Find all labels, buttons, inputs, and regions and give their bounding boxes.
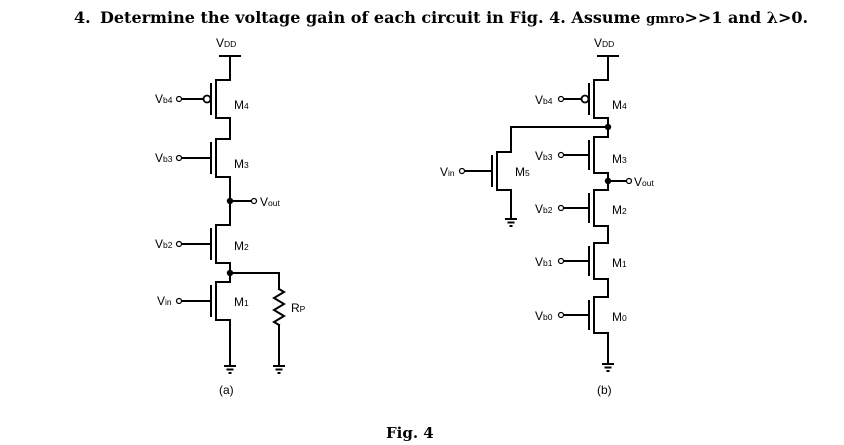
m1-label-b: M1: [612, 256, 627, 270]
vb4-label-a: Vb4: [155, 92, 173, 106]
m2-label-b: M2: [612, 203, 627, 217]
vout-label-b: Vout: [634, 175, 654, 189]
circuit-b: VDD Vb4 Vb3 Vb2 Vb1 Vb0 Vin Vout M4 M3 M…: [440, 36, 654, 397]
question-number: 4.: [74, 8, 91, 27]
transistor-m4-a: [180, 79, 231, 119]
m0-label-b: M0: [612, 310, 627, 324]
pin-vb4-b: [557, 95, 565, 103]
vdd-label-b: VDD: [594, 36, 614, 50]
vb2-label-b: Vb2: [535, 202, 553, 216]
transistor-m4-b: [562, 79, 609, 119]
pin-vout-a: [250, 197, 258, 205]
pin-vin-b: [458, 167, 466, 175]
pin-vb2-b: [557, 204, 565, 212]
vb4-label-b: Vb4: [535, 93, 553, 107]
transistor-m3-a: [180, 138, 231, 178]
pin-vb3-b: [557, 151, 565, 159]
m3-label-b: M3: [612, 152, 627, 166]
question-text-end: >>1 and λ>0.: [684, 8, 809, 27]
vb0-label-b: Vb0: [535, 309, 553, 323]
pin-vout-b: [625, 177, 633, 185]
vb3-label-a: Vb3: [155, 151, 173, 165]
pin-vb1-b: [557, 257, 565, 265]
circuit-a: VDD Vb4 Vb3 Vb2 Vin Vout M4 M3 M2 M1 RP …: [155, 36, 306, 397]
vdd-label-a: VDD: [216, 36, 236, 50]
vb1-label-b: Vb1: [535, 255, 553, 269]
pin-vb0-b: [557, 311, 565, 319]
m4-label-a: M4: [234, 98, 249, 112]
resistor-rp: [272, 287, 286, 327]
vout-label-a: Vout: [260, 195, 280, 209]
transistor-m5-b: [463, 151, 512, 191]
transistor-m2-b: [562, 189, 609, 227]
gm-ro-term: gmro: [646, 12, 685, 27]
pin-vin-a: [175, 297, 183, 305]
transistor-m1-b: [562, 242, 609, 280]
m1-label-a: M1: [234, 295, 249, 309]
label-b: (b): [597, 383, 612, 397]
pin-vb3-a: [175, 154, 183, 162]
label-a: (a): [219, 383, 234, 397]
m2-label-a: M2: [234, 239, 249, 253]
rp-label: RP: [291, 301, 306, 315]
vin-label-b: Vin: [440, 165, 455, 179]
m4-label-b: M4: [612, 98, 627, 112]
pin-vb4-a: [175, 95, 183, 103]
ground-a-rp: [272, 359, 286, 374]
question-text-start: Determine the voltage gain of each circu…: [100, 8, 647, 27]
vb2-label-a: Vb2: [155, 237, 173, 251]
pin-vb2-a: [175, 240, 183, 248]
transistor-m0-b: [562, 296, 609, 334]
m5-label-b: M5: [515, 165, 530, 179]
ground-b-m0: [601, 357, 615, 372]
transistor-m3-b: [562, 136, 609, 174]
ground-a-m1: [223, 359, 237, 374]
vin-label-a: Vin: [157, 294, 172, 308]
transistor-m2-a: [180, 224, 231, 264]
ground-b-m5: [504, 212, 518, 227]
figure-caption: Fig. 4: [386, 424, 434, 442]
question-text: 4. Determine the voltage gain of each cir…: [74, 8, 808, 27]
vb3-label-b: Vb3: [535, 149, 553, 163]
m3-label-a: M3: [234, 157, 249, 171]
transistor-m1-a: [180, 281, 231, 321]
